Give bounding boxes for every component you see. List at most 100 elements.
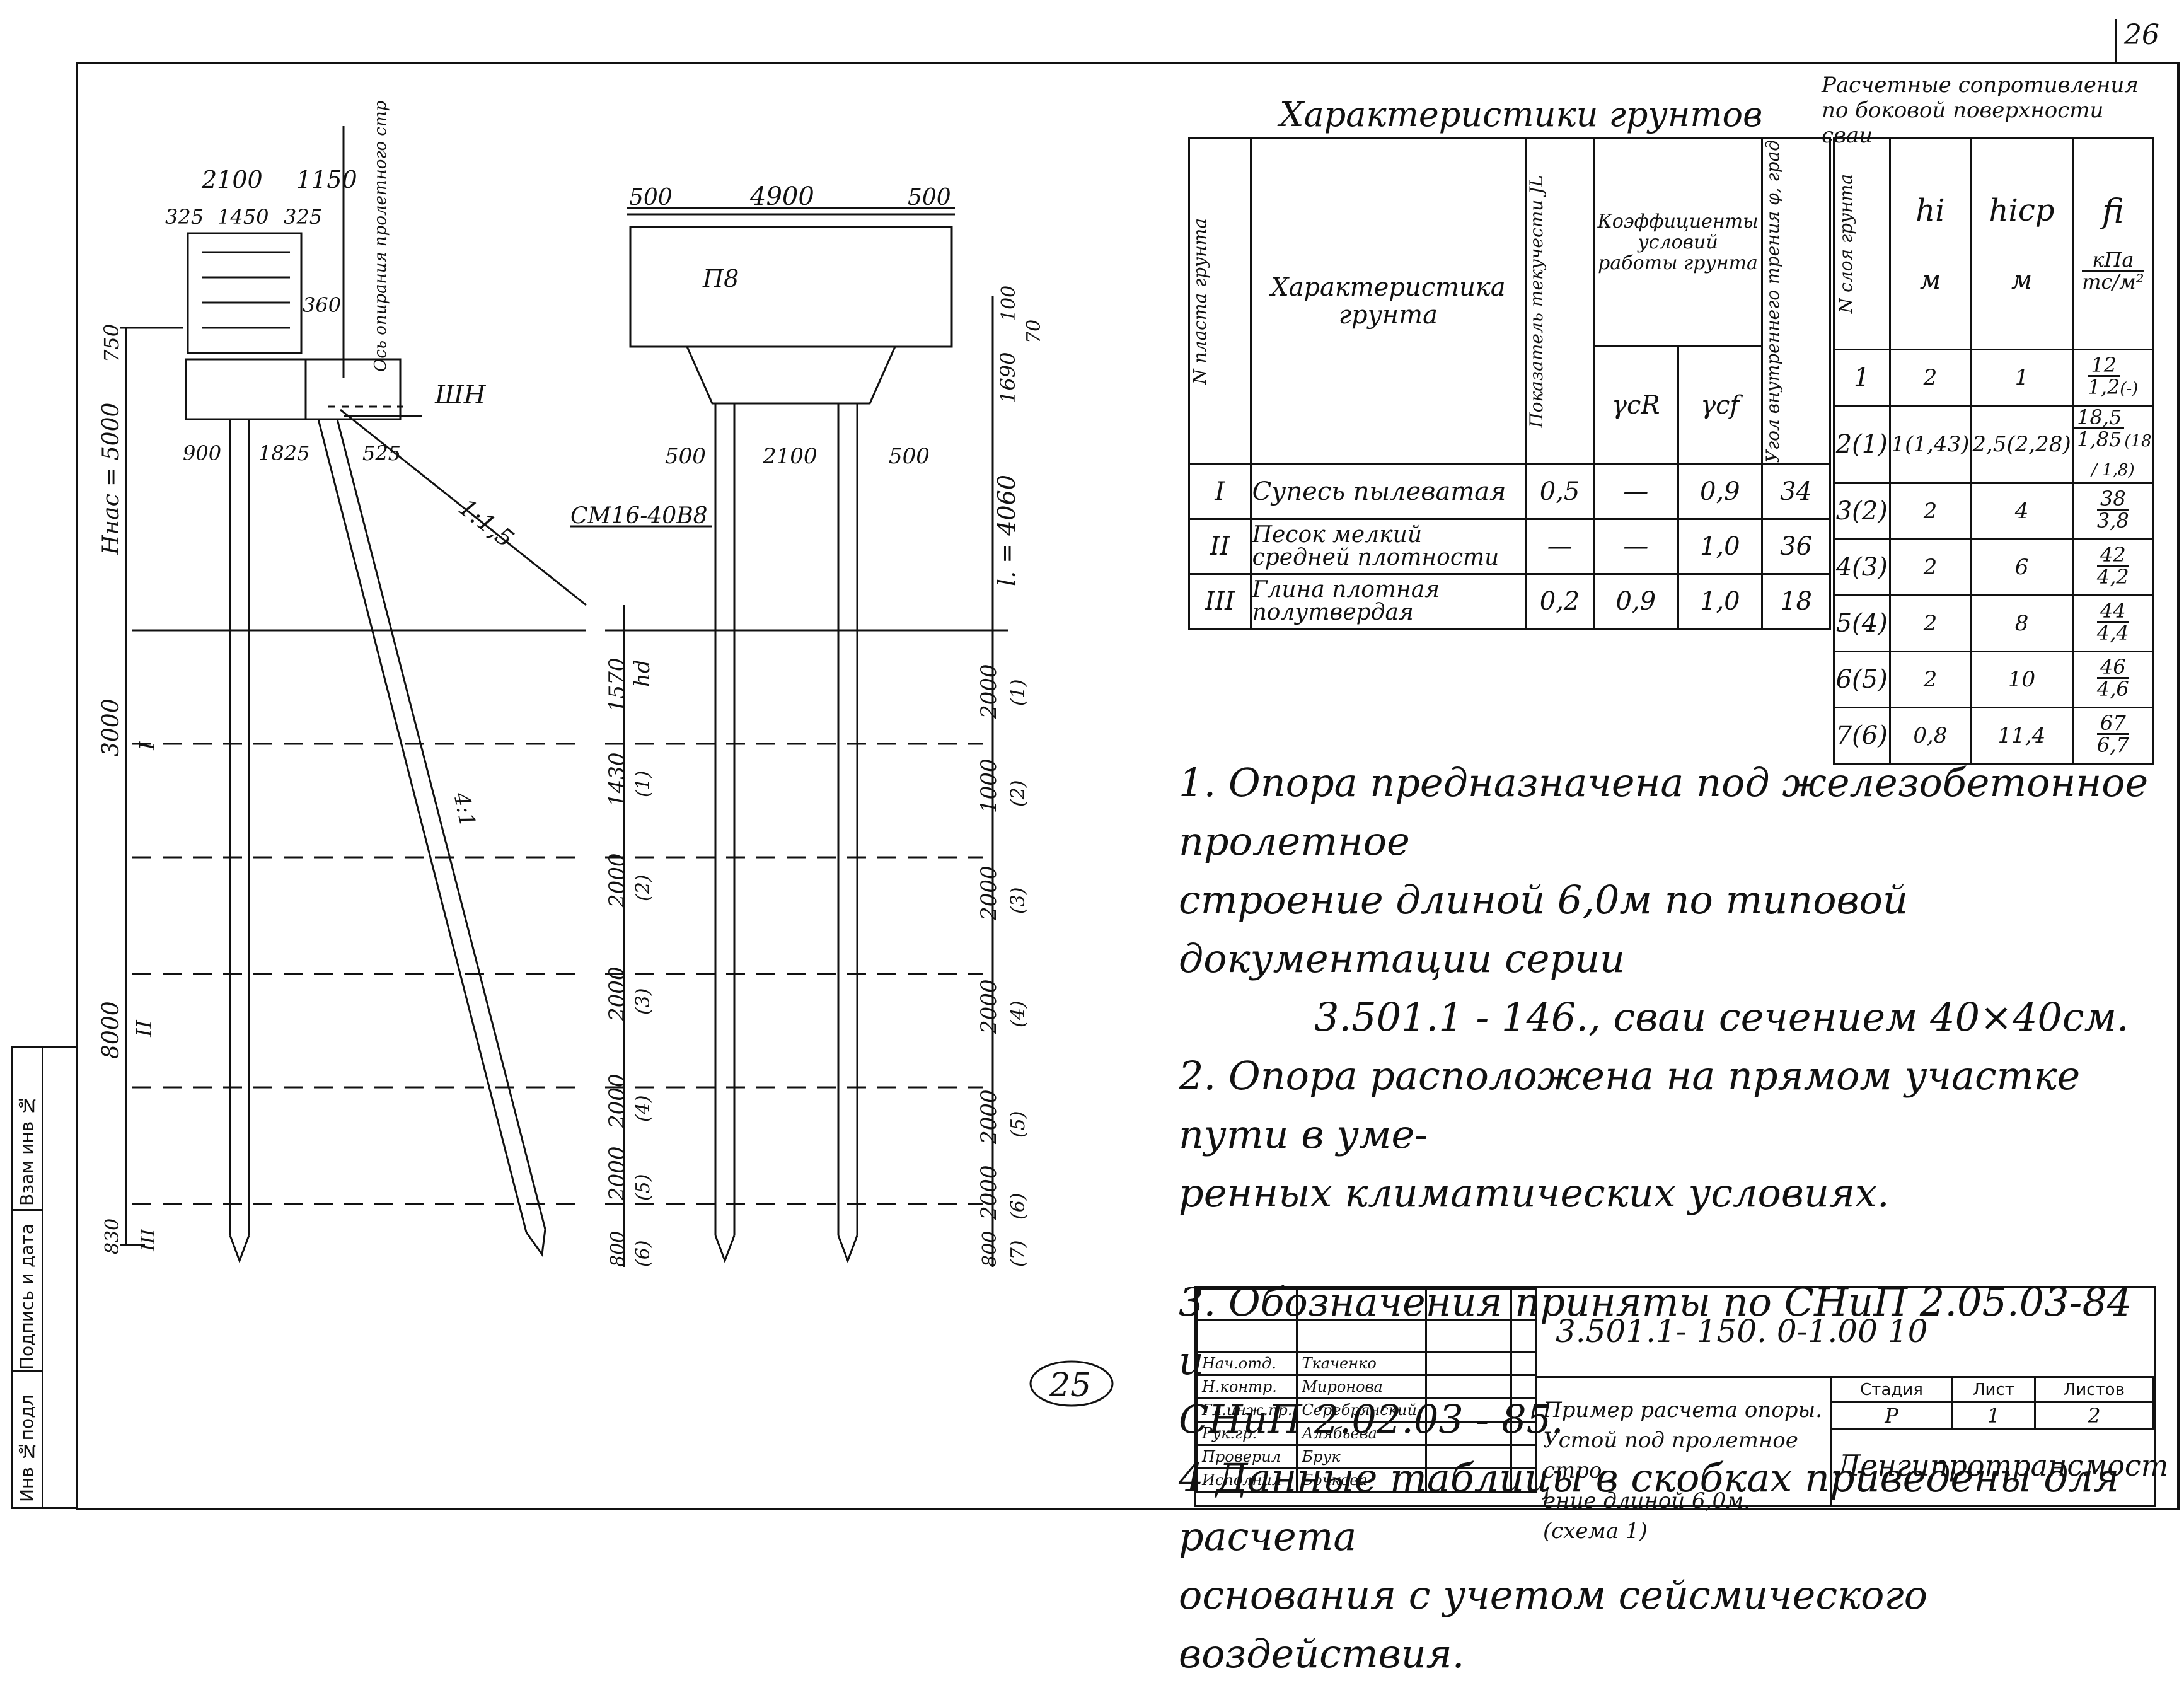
stamp-circle: 25	[1049, 1367, 1091, 1404]
stage-label: Стадия	[1829, 1376, 1954, 1403]
rl-2000-6: 2000	[976, 1165, 1002, 1220]
mid-dim-l2: (2)	[632, 875, 654, 902]
p8-label: П8	[702, 265, 739, 292]
dim-2100: 2100	[201, 166, 263, 194]
title-block: Нач.отд.Ткаченко Н.контр.Миронова Гл.инж…	[1194, 1286, 2168, 1544]
rl-2000-3: 2000	[976, 865, 1002, 921]
soil-h-il: Показатель текучести JL	[1526, 175, 1547, 428]
note-2b: ренных климатических условиях.	[1179, 1170, 1890, 1216]
note-1a: 1. Опора предназначена под железобетонно…	[1179, 760, 2149, 864]
drawing-frame	[76, 62, 2180, 1510]
soil-row-1: I Супесь пылеватая 0,5 — 0,9 34	[1188, 463, 1831, 521]
res-h-fi-tc: тс/м²	[2082, 270, 2144, 294]
stage-value: Р	[1829, 1401, 1954, 1430]
signatures-table: Нач.отд.Ткаченко Н.контр.Миронова Гл.инж…	[1196, 1288, 1537, 1493]
sign-row-4: Рук.гр.Алябьева	[1196, 1421, 1537, 1446]
layer-mark-1: I	[135, 741, 160, 751]
dim-325b: 325	[284, 205, 322, 229]
dim-1150: 1150	[296, 166, 357, 194]
rl-4: (4)	[1007, 1001, 1029, 1028]
right-dim-4900: 4900	[749, 182, 814, 211]
rl-7: (7)	[1007, 1241, 1029, 1268]
sign-row-1: Нач.отд.Ткаченко	[1196, 1351, 1537, 1376]
rl-2000-1: 2000	[976, 664, 1002, 719]
res-h-fi: fi	[2102, 193, 2124, 231]
right-pile-2100: 2100	[762, 444, 818, 469]
mid-dim-2000c: 2000	[604, 1073, 630, 1129]
right-pile-500b: 500	[889, 444, 930, 469]
res-h-hicp-unit: м	[2011, 266, 2033, 295]
mid-dim-2000b: 2000	[604, 966, 630, 1022]
mid-dim-l1: (1)	[632, 771, 654, 798]
note-1c: 3.501.1 - 146., сваи сечением 40×40см.	[1314, 994, 2129, 1040]
drawing-code: 3.501.1- 150. 0-1.00 10	[1556, 1313, 1928, 1350]
sheet-label: Лист	[1951, 1376, 2036, 1403]
res-h-hi-unit: м	[1919, 266, 1941, 295]
pier-drawing: 2100 1150 325 1450 325 360 Ось опирания …	[98, 100, 1114, 1407]
soil-row-2: II Песок мелкий средней плотности — — 1,…	[1188, 518, 1831, 575]
res-h-n: N слоя грунта	[1835, 174, 1856, 314]
dim-325a: 325	[165, 205, 204, 229]
right-elev-70: 70	[1023, 320, 1045, 344]
sheets-value: 2	[2033, 1401, 2155, 1430]
soil-h-ycr: γcR	[1593, 345, 1679, 466]
right-dim-500a: 500	[629, 185, 673, 211]
soil-table: N пласта грунта Характеристика грунта По…	[1188, 137, 1831, 630]
page-number: 26	[2124, 19, 2159, 51]
rl-1: (1)	[1007, 680, 1029, 707]
org-name: Ленгипротрансмост	[1836, 1449, 2169, 1483]
mid-dim-2000d: 2000	[604, 1146, 630, 1201]
mid-dim-1570: 1570	[604, 657, 630, 712]
resist-table-title: Расчетные сопротивления по боковой повер…	[1822, 72, 2139, 148]
note-1b: строение длиной 6,0м по типовой документ…	[1179, 877, 1908, 981]
page-number-tick	[2115, 19, 2117, 63]
soil-table-title: Характеристики грунтов	[1280, 95, 1763, 134]
sign-row-3: Гл.инж.пр.Серебрянский	[1196, 1397, 1537, 1423]
rl-2000-5: 2000	[976, 1089, 1002, 1145]
mid-dim-l6: (6)	[632, 1241, 654, 1268]
dim-750: 750	[100, 324, 124, 362]
pile-mark: СМ16-40В8	[570, 503, 708, 529]
rl-6: (6)	[1007, 1193, 1029, 1220]
desc-line-2: Устой под пролетное стро-	[1543, 1428, 1798, 1483]
desc-line-3: ение длиной 6,0м. (схема 1)	[1543, 1488, 1751, 1544]
soil-h-angle: Угол внутреннего трения φ, град	[1762, 140, 1784, 463]
dim-3000: 3000	[98, 698, 124, 756]
desc-line-1: Пример расчета опоры.	[1543, 1397, 1822, 1423]
soil-row-3: III Глина плотная полутвердая 0,2 0,9 1,…	[1188, 573, 1831, 630]
rl-3: (3)	[1007, 888, 1029, 915]
rl-2000-4: 2000	[976, 979, 1002, 1034]
mid-dim-2000a: 2000	[604, 853, 630, 908]
mid-dim-l4: (4)	[632, 1096, 654, 1123]
note-4b: основания с учетом сейсмического воздейс…	[1179, 1572, 1928, 1677]
rl-2: (2)	[1007, 780, 1029, 807]
dim-8000: 8000	[98, 1001, 124, 1059]
right-elev-l: l. = 4060	[993, 475, 1020, 586]
soil-h-ycf: γcf	[1677, 345, 1764, 466]
dim-525: 525	[362, 441, 401, 465]
dim-1825: 1825	[258, 441, 309, 465]
dim-360: 360	[303, 293, 341, 317]
sheet-value: 1	[1951, 1401, 2036, 1430]
mid-dim-800: 800	[607, 1231, 629, 1267]
right-elev-1690: 1690	[996, 352, 1020, 403]
right-pile-500a: 500	[665, 444, 706, 469]
sheets-label: Листов	[2033, 1376, 2155, 1403]
soil-h-coef: Коэффициенты условий работы грунта	[1593, 137, 1764, 347]
soil-h-char: Характеристика грунта	[1249, 137, 1527, 466]
pile-slope: 4:1	[448, 790, 480, 830]
right-elev-100: 100	[998, 286, 1020, 321]
dim-900: 900	[183, 441, 221, 465]
dim-830: 830	[101, 1218, 124, 1254]
rl-1000: 1000	[976, 758, 1002, 813]
res-h-hi: hi	[1915, 193, 1945, 228]
resist-table: N слоя грунта hi м hicp м fi кПа тс/м² 1…	[1833, 137, 2155, 765]
